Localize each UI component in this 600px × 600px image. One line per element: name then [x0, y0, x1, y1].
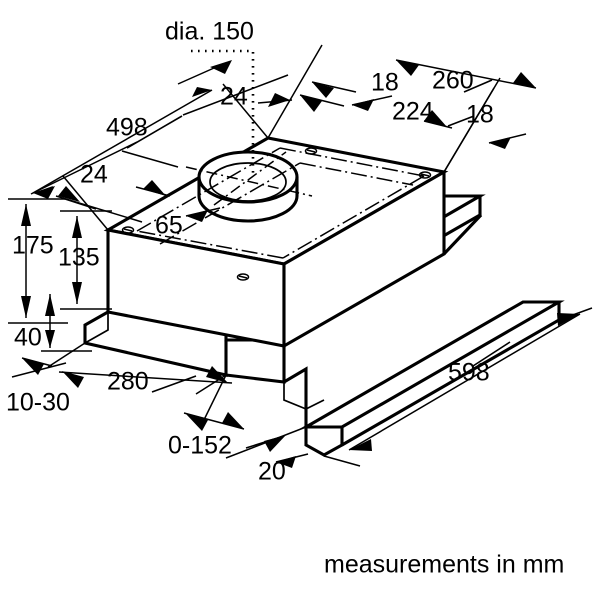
fastener-marks	[121, 147, 432, 281]
duct-outlet	[185, 150, 313, 223]
dim-18-rear-line	[311, 81, 357, 93]
dim-label-135: 135	[58, 244, 100, 272]
duct-centerline-a	[185, 166, 313, 197]
dim-280-line	[58, 371, 233, 384]
duct-centerline-b	[213, 151, 287, 206]
screw-icon	[121, 226, 135, 234]
dim-24-front: 24	[30, 141, 179, 223]
dim-260: 260	[267, 44, 537, 173]
dim-598: 598	[323, 307, 593, 467]
dim-135: 135	[58, 210, 112, 310]
dim-label-175: 175	[12, 232, 54, 260]
dim-label-280: 280	[107, 368, 149, 396]
dim-label-498: 498	[106, 114, 148, 142]
pull-out-visor	[300, 300, 565, 457]
screw-icon	[236, 273, 250, 281]
dim-label-24-rear: 24	[220, 83, 248, 111]
duct-top-rim	[197, 150, 299, 204]
dim-40: 40	[14, 294, 92, 352]
dim-dia150: dia. 150	[165, 18, 255, 177]
dim-498-line	[32, 89, 213, 194]
dim-280: 280	[47, 342, 233, 396]
dim-label-18-rear: 18	[371, 69, 399, 97]
dim-label-65: 65	[155, 212, 183, 240]
dim-label-598: 598	[448, 359, 490, 387]
dim-24-rear-line	[182, 74, 289, 116]
dim-label-18-front: 18	[466, 101, 494, 129]
dim-0-152: 0-152	[168, 374, 307, 460]
dim-label-40: 40	[14, 324, 42, 352]
dim-24-front-line	[30, 141, 138, 195]
dim-label-dia150: dia. 150	[165, 18, 254, 46]
dim-65: 65	[155, 207, 221, 240]
dim-label-10-30: 10-30	[6, 389, 70, 417]
dimension-annotations: dia. 150 498 2	[6, 18, 593, 486]
dim-label-20: 20	[258, 458, 286, 486]
units-note: measurements in mm	[324, 551, 564, 579]
screw-icon	[304, 147, 318, 155]
dim-260-line	[395, 59, 537, 89]
duct-inner-rim	[209, 162, 287, 202]
dim-label-24-front: 24	[80, 161, 108, 189]
dim-224: 224	[299, 94, 475, 129]
dim-label-224: 224	[392, 98, 434, 126]
dim-24-rear: 24	[177, 60, 293, 116]
duct-wall	[197, 177, 299, 223]
dim-175: 175	[8, 198, 68, 324]
dim-18-front: 18	[443, 87, 527, 173]
dim-20: 20	[258, 453, 309, 486]
screw-icon	[418, 171, 432, 179]
dim-label-0-152: 0-152	[168, 432, 232, 460]
dim-18-rear: 18	[311, 69, 399, 111]
top-face-center-lines	[136, 147, 425, 259]
dim-10-30: 10-30	[6, 357, 70, 417]
dim-598-line	[348, 313, 581, 451]
dim-label-260: 260	[432, 67, 474, 95]
